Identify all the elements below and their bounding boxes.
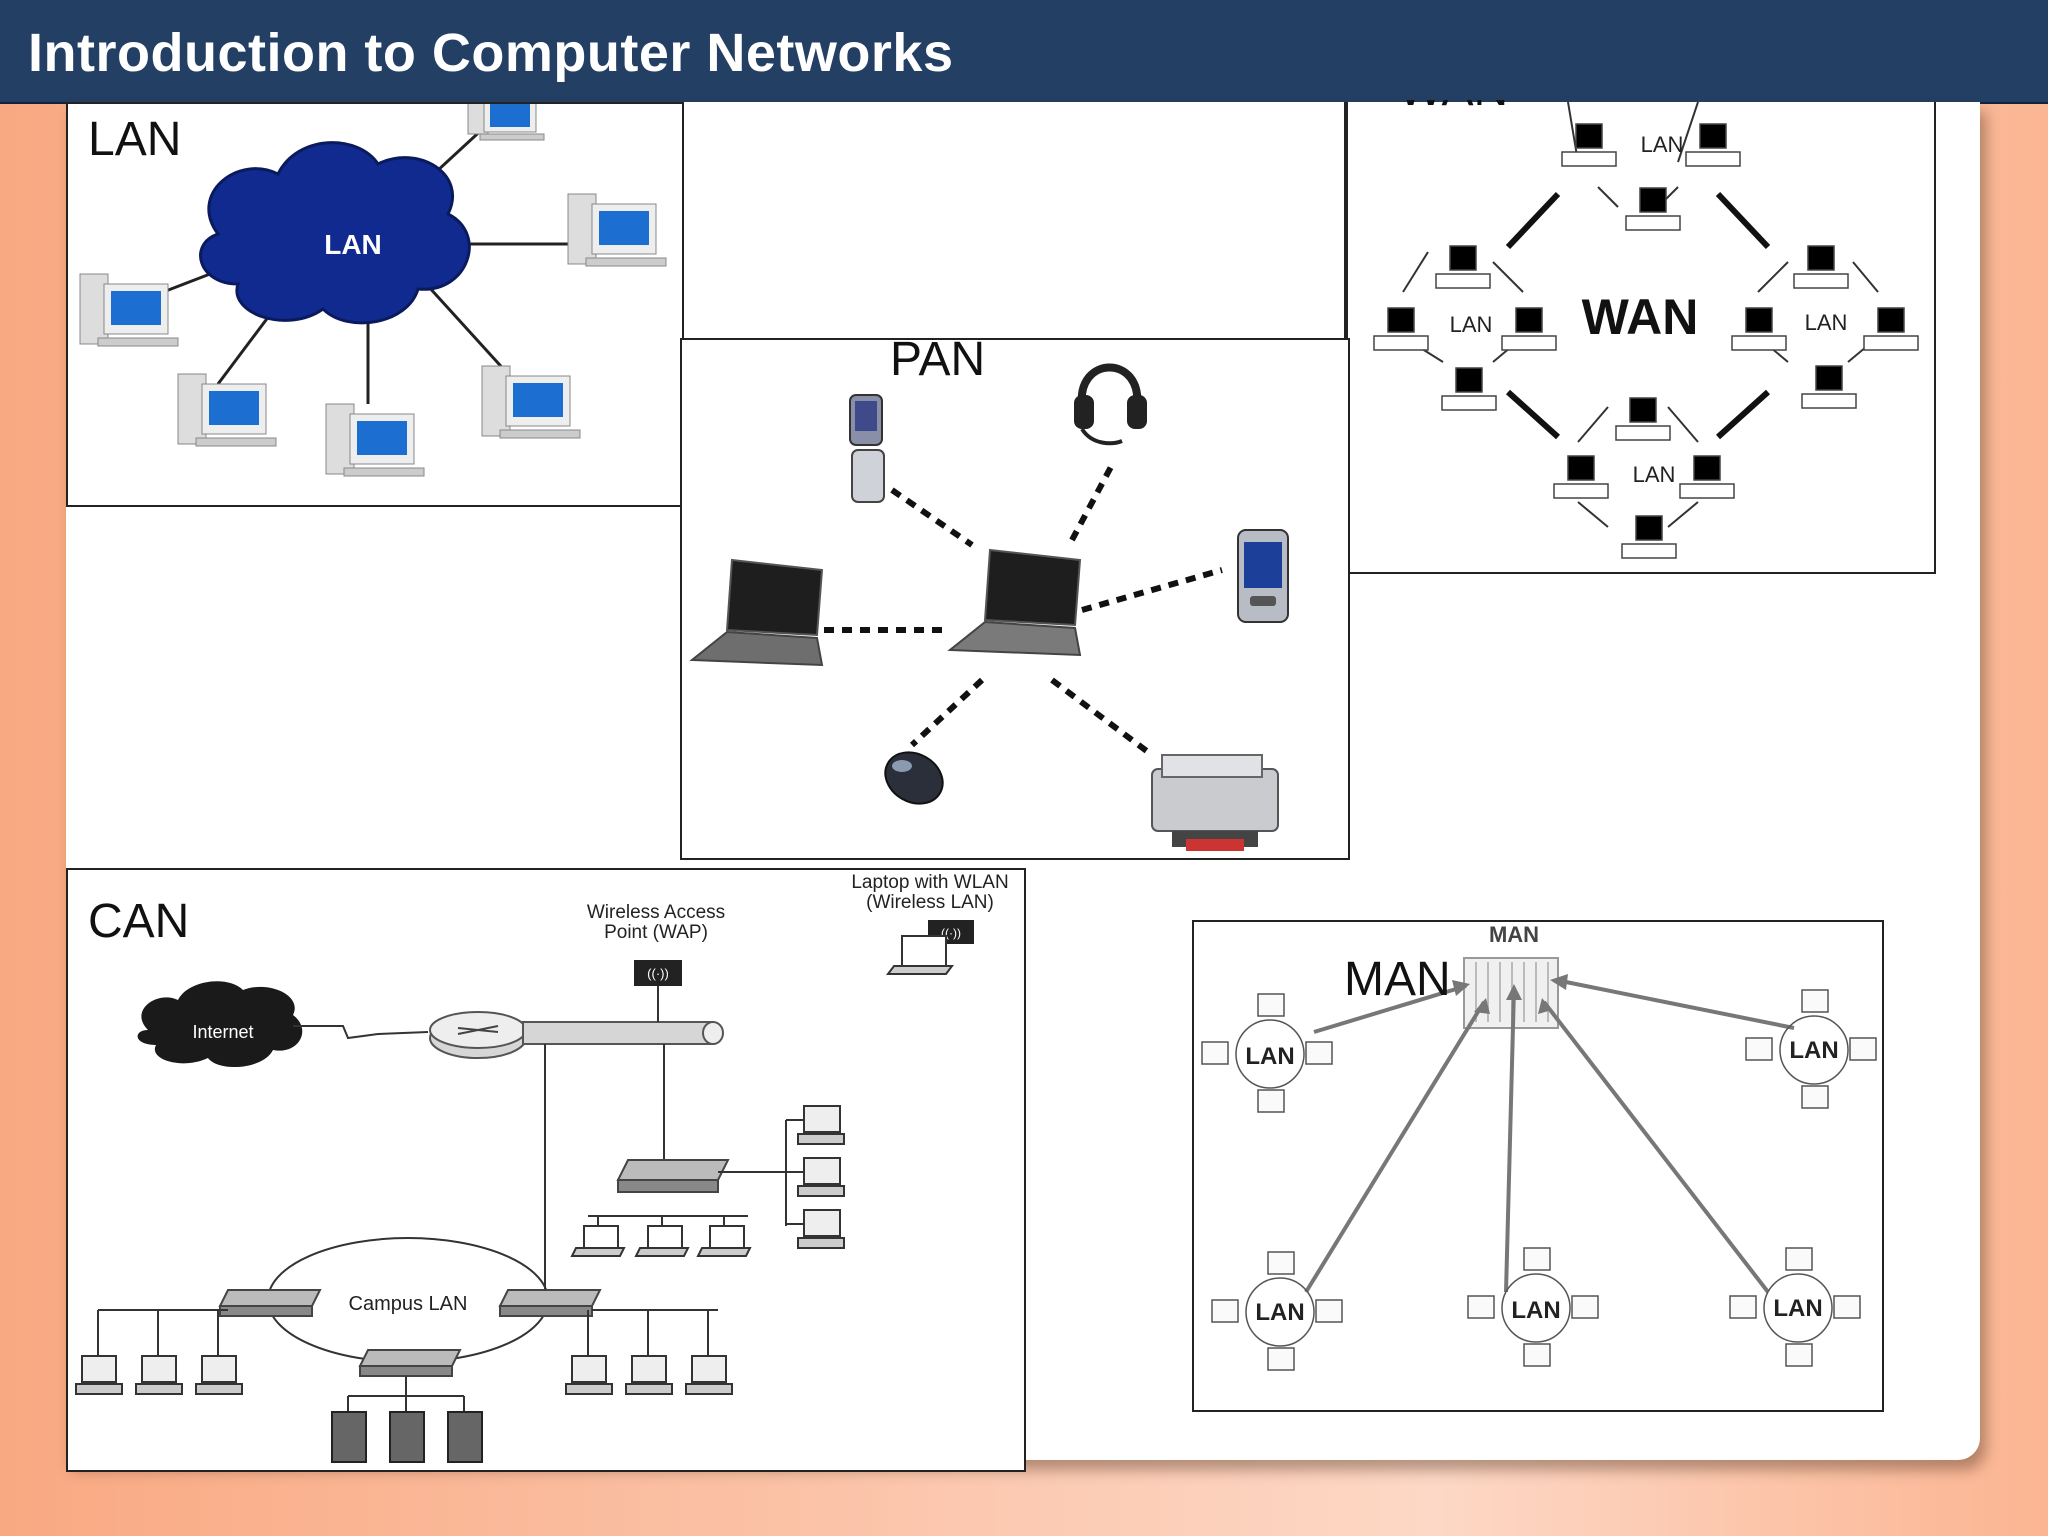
campus-lan-label: Campus LAN xyxy=(349,1293,468,1315)
mouse-icon xyxy=(884,751,944,805)
wap-icon: ((·)) xyxy=(634,960,682,1022)
svg-text:LAN: LAN xyxy=(1633,462,1676,487)
wan-diagram: LAN LAN LAN LAN WAN xyxy=(1373,102,1919,559)
wan-terminals xyxy=(1373,123,1919,559)
man-diagram: MAN LAN xyxy=(1201,922,1877,1371)
laptop-left-icon xyxy=(689,558,824,667)
wan-label: WAN xyxy=(1398,100,1508,117)
slide-content: LAN LAN xyxy=(66,100,1980,1472)
svg-text:LAN: LAN xyxy=(1789,1037,1838,1064)
title-bar: Introduction to Computer Networks xyxy=(0,0,2048,104)
campus-servers xyxy=(331,1411,483,1463)
pda-icon xyxy=(1237,529,1289,623)
router-icon xyxy=(429,1011,527,1059)
svg-text:((·)): ((·)) xyxy=(647,966,669,981)
wap-label-line1: Wireless Access xyxy=(587,902,725,923)
svg-text:LAN: LAN xyxy=(1773,1295,1822,1322)
man-lan-clusters xyxy=(1201,989,1877,1371)
svg-text:LAN: LAN xyxy=(1805,310,1848,335)
laptop-label-line2: (Wireless LAN) xyxy=(866,892,994,913)
backbone-pipe xyxy=(522,1021,714,1045)
man-links xyxy=(1304,978,1795,1294)
svg-text:LAN: LAN xyxy=(1255,1299,1304,1326)
printer-icon xyxy=(1151,754,1279,851)
man-lan-labels: LAN LAN LAN LAN LAN xyxy=(1245,1037,1838,1326)
phone-icon xyxy=(849,394,885,503)
laptop-label-line1: Laptop with WLAN xyxy=(851,872,1008,893)
wlan-laptop-icon: ((·)) xyxy=(886,920,974,975)
campus-switches xyxy=(218,1289,602,1377)
headset-icon xyxy=(1074,363,1147,446)
pan-label: PAN xyxy=(890,333,986,386)
switch-icon xyxy=(616,1159,730,1193)
can-panel: Internet ((·)) Wireless Access Point (WA… xyxy=(66,868,1026,1472)
svg-text:LAN: LAN xyxy=(1245,1043,1294,1070)
svg-text:LAN: LAN xyxy=(1450,312,1493,337)
pan-panel: PAN xyxy=(680,333,1350,860)
wan-lan-labels: LAN LAN LAN LAN xyxy=(1450,132,1848,487)
lan-diagram: LAN xyxy=(79,104,667,477)
lan-computers xyxy=(79,104,667,477)
man-panel: MAN LAN xyxy=(1192,920,1884,1412)
lan-cloud-shape xyxy=(199,141,471,325)
internet-label: Internet xyxy=(192,1022,253,1042)
svg-text:LAN: LAN xyxy=(1511,1297,1560,1324)
slide-title: Introduction to Computer Networks xyxy=(28,23,954,83)
wap-label-line2: Point (WAP) xyxy=(604,922,708,943)
pan-diagram xyxy=(689,363,1289,851)
can-diagram: Internet ((·)) Wireless Access Point (WA… xyxy=(75,872,1009,1463)
campus-pcs xyxy=(75,1355,733,1395)
lan-label: LAN xyxy=(88,113,182,166)
wan-center-label: WAN xyxy=(1582,289,1699,345)
wan-panel: LAN LAN LAN LAN WAN WAN xyxy=(1346,100,1936,574)
svg-text:LAN: LAN xyxy=(1641,132,1684,157)
lan-panel: LAN LAN xyxy=(66,102,684,507)
can-label: CAN xyxy=(88,895,190,948)
man-hub-label: MAN xyxy=(1489,922,1539,947)
man-label: MAN xyxy=(1344,953,1451,1006)
laptop-center-icon xyxy=(947,548,1082,657)
laptops-row xyxy=(570,1215,752,1257)
lan-cloud-label: LAN xyxy=(324,229,382,260)
man-arrowheads xyxy=(1452,974,1568,1014)
blank-panel xyxy=(682,102,1346,340)
pc-stack xyxy=(797,1105,845,1249)
internet-cloud-icon xyxy=(137,981,303,1068)
